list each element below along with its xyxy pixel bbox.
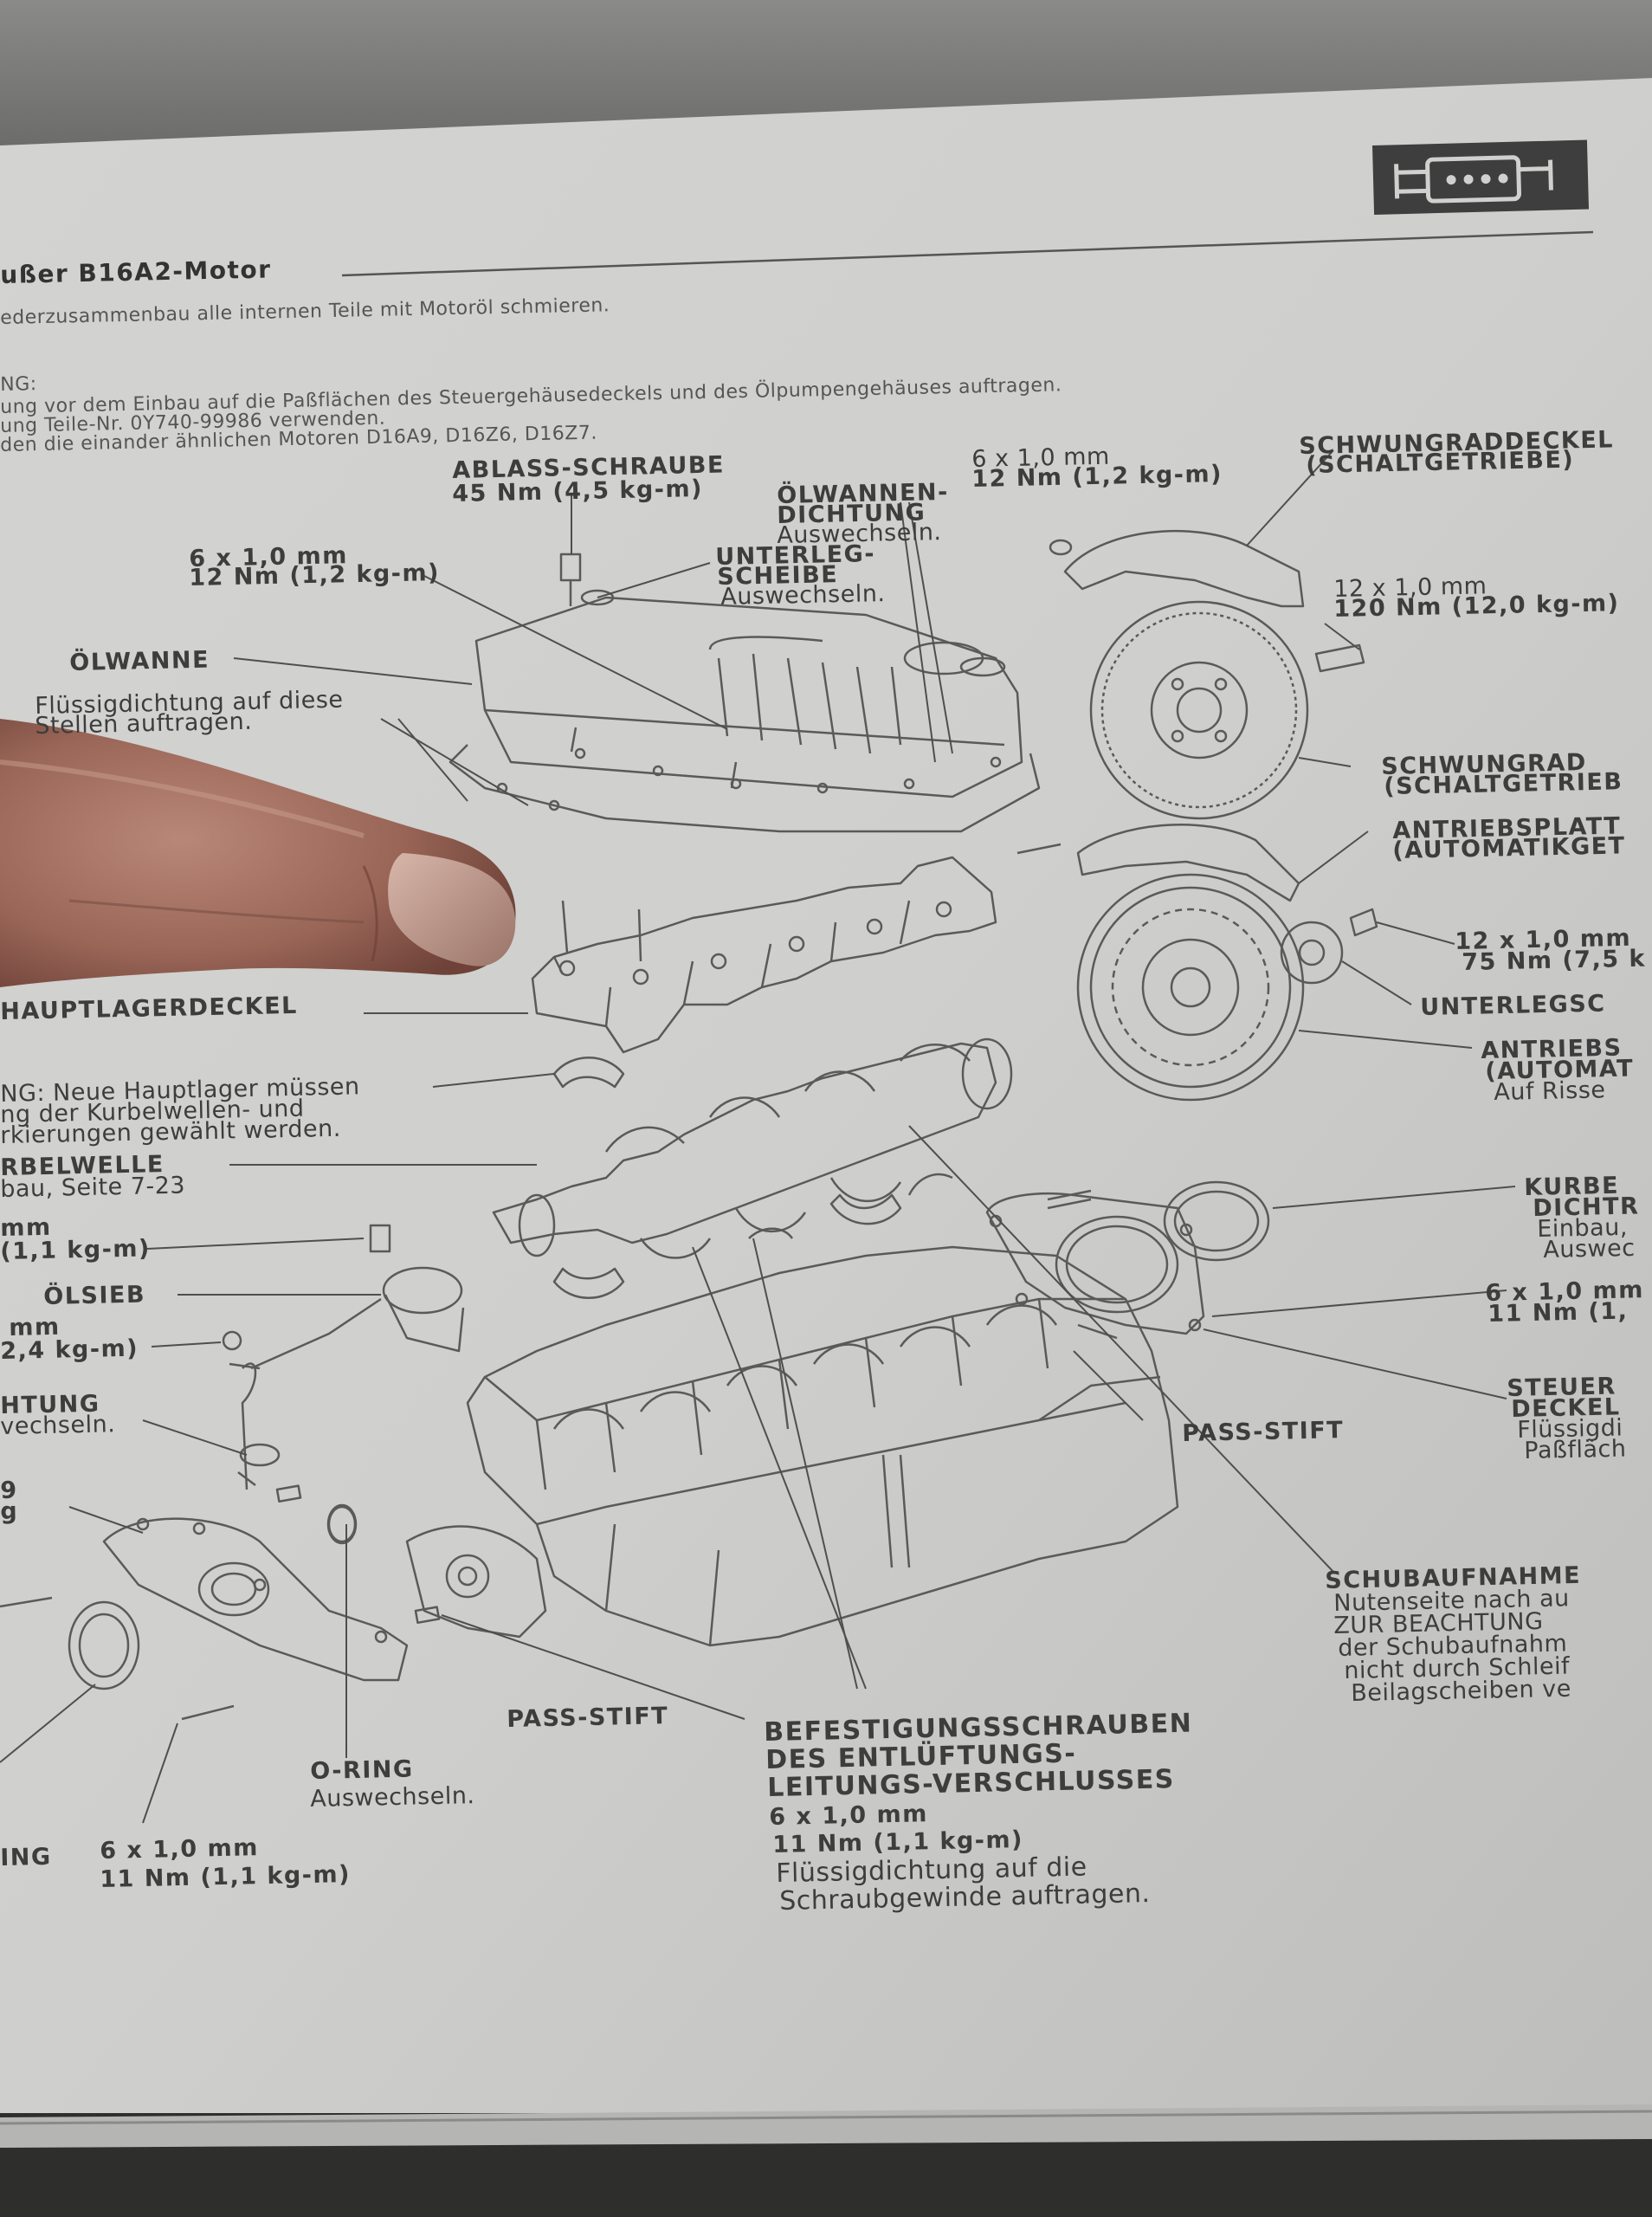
breather-bolts-note-2: Schraubgewinde auftragen. xyxy=(778,1878,1151,1916)
crank-seal-note-2: Auswec xyxy=(1543,1234,1636,1264)
timing-cover-note-2: Paßfläch xyxy=(1524,1435,1627,1464)
o-ring-replace: Auswechseln. xyxy=(310,1782,475,1813)
section-title: ußer B16A2-Motor xyxy=(0,255,272,289)
o-ring-label: O-RING xyxy=(310,1755,414,1785)
engine-icon xyxy=(1372,139,1590,215)
sealant-note-2: Stellen auftragen. xyxy=(35,708,253,740)
left-label-g: g xyxy=(0,1497,19,1525)
crankshaft-ref: bau, Seite 7-23 xyxy=(0,1172,186,1203)
thrust-washer-note-5: Beilagscheiben ve xyxy=(1351,1675,1572,1707)
flywheel-label-2: (SCHALTGETRIEB xyxy=(1384,768,1623,800)
right-bolt-torque: 11 Nm (1, xyxy=(1487,1297,1629,1328)
oil-pan-label: ÖLWANNE xyxy=(69,646,210,676)
dowel-pin-label-right: PASS-STIFT xyxy=(1182,1417,1345,1447)
torque-label-11: (1,1 kg-m) xyxy=(0,1235,152,1265)
drive-right-note: Auf Risse xyxy=(1494,1076,1606,1106)
gasket-replace: vechseln. xyxy=(0,1411,116,1440)
drain-bolt-torque: 45 Nm (4,5 kg-m) xyxy=(452,475,704,507)
top-bolt-torque: 12 Nm (1,2 kg-m) xyxy=(971,460,1223,493)
note-label: NG: xyxy=(0,373,37,396)
ing-label: ING xyxy=(0,1843,52,1871)
finger xyxy=(0,719,516,987)
bottom-bolt-torque: 11 Nm (1,1 kg-m) xyxy=(100,1860,352,1893)
drive-plate-label-2: (AUTOMATIKGET xyxy=(1392,832,1626,864)
breather-bolts-size: 6 x 1,0 mm xyxy=(769,1800,929,1831)
drive-plate-bolt-torque: 75 Nm (7,5 k xyxy=(1462,945,1647,976)
flywheel-cover-label-2: (SCHALTGETRIEBE) xyxy=(1306,446,1575,479)
washer-replace: Auswechseln. xyxy=(720,580,886,611)
left-bolt-torque: 12 Nm (1,2 kg-m) xyxy=(189,559,441,591)
torque-label-24: 2,4 kg-m) xyxy=(0,1335,139,1365)
dowel-pin-label-bottom: PASS-STIFT xyxy=(507,1703,669,1733)
oil-screen-label: ÖLSIEB xyxy=(43,1281,146,1310)
washer-right-label: UNTERLEGSC xyxy=(1420,990,1606,1021)
bottom-bolt-size: 6 x 1,0 mm xyxy=(100,1834,260,1865)
